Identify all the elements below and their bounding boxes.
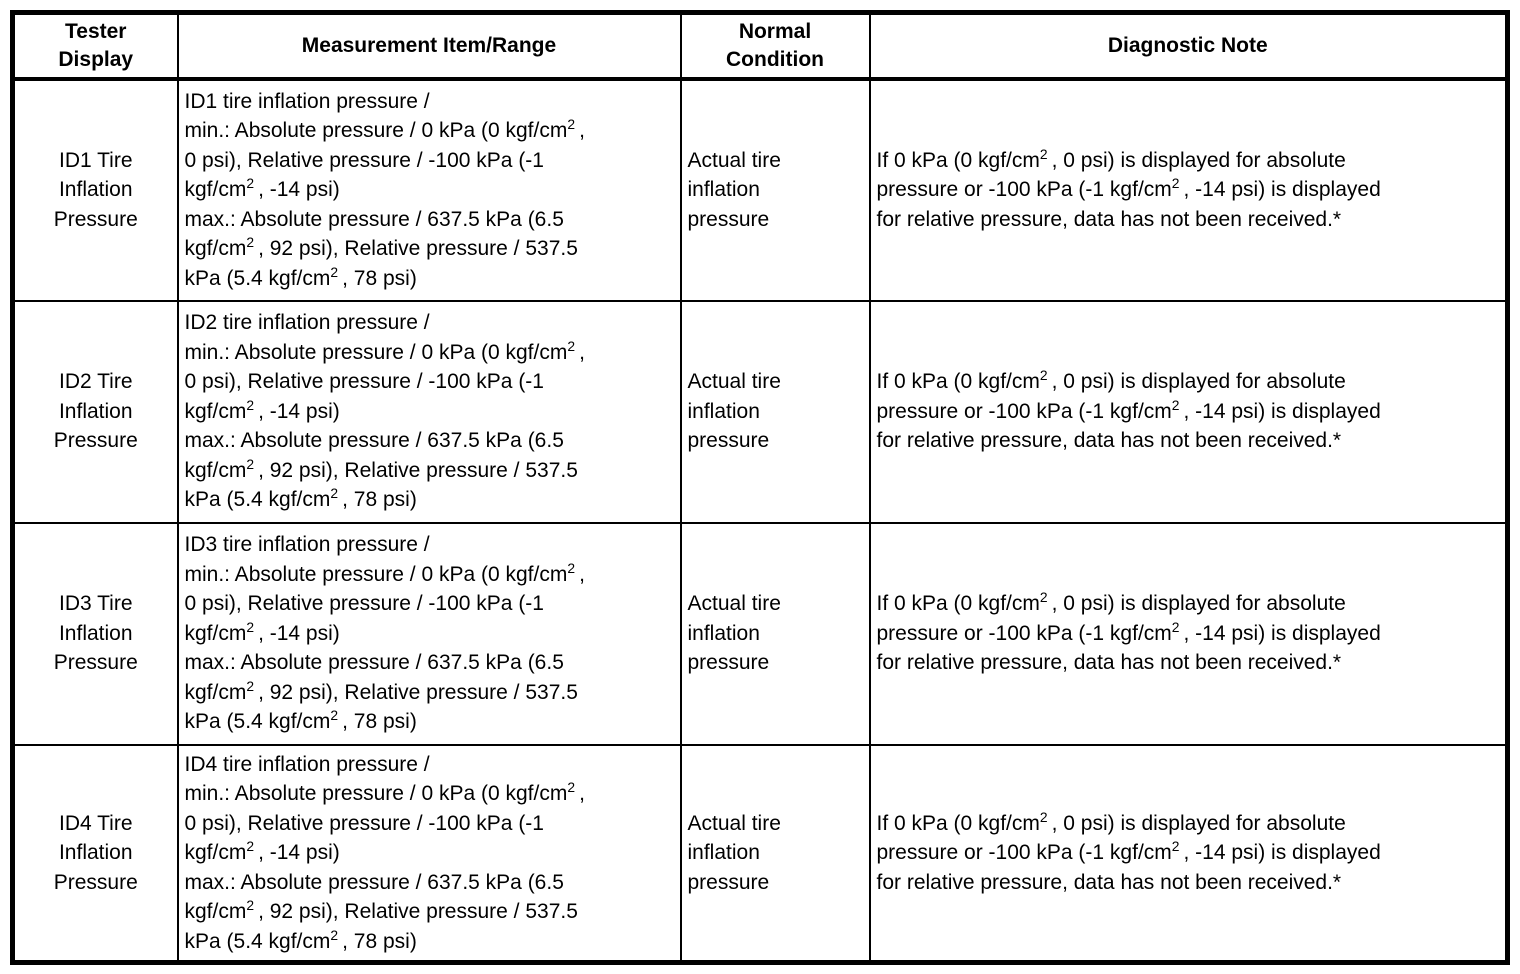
diagnostic-note-cell: If 0 kPa (0 kgf/cm2, 0 psi) is displayed… xyxy=(868,77,1509,302)
measurement-range-cell: ID3 tire inflation pressure /min.: Absol… xyxy=(176,521,682,746)
measurement-range-cell: ID2 tire inflation pressure /min.: Absol… xyxy=(176,299,682,524)
column-header-measurement-item-range: Measurement Item/Range xyxy=(176,11,682,81)
diagnostic-note-cell: If 0 kPa (0 kgf/cm2, 0 psi) is displayed… xyxy=(868,299,1509,524)
column-header-diagnostic-note: Diagnostic Note xyxy=(868,11,1509,81)
measurement-range-cell: ID1 tire inflation pressure /min.: Absol… xyxy=(176,77,682,302)
diagnostic-note-cell: If 0 kPa (0 kgf/cm2, 0 psi) is displayed… xyxy=(868,743,1509,964)
measurement-range-cell: ID4 tire inflation pressure /min.: Absol… xyxy=(176,743,682,964)
diagnostic-note-cell: If 0 kPa (0 kgf/cm2, 0 psi) is displayed… xyxy=(868,521,1509,746)
